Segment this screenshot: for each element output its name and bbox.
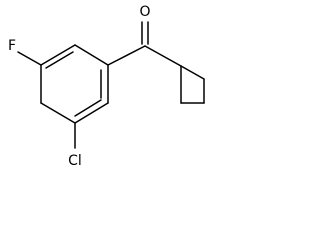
bond-carbonyl-to-cyclobutyl [144, 45, 182, 67]
chlorine-atom-label: Cl [68, 153, 82, 169]
cyclobutyl-ring [144, 45, 205, 104]
fluorine-substituent: F [8, 38, 42, 66]
ring-bond-c2-c3 [40, 44, 76, 66]
oxygen-atom-label: O [139, 4, 150, 20]
chlorine-substituent: Cl [68, 122, 82, 169]
ring-bond-c1-c2 [74, 44, 109, 66]
benzene-ring [40, 44, 109, 124]
ring-bond-c5-c6 [74, 102, 109, 124]
ring-inner-double-bond-1 [45, 51, 74, 69]
bond-ring-to-carbonyl [107, 45, 146, 66]
fluorine-atom-label: F [8, 38, 16, 54]
chemical-structure: O F Cl [8, 4, 205, 169]
cyclobutyl-bond-1 [180, 65, 205, 80]
carbonyl-group: O [107, 4, 151, 66]
ring-inner-double-bond-2 [74, 99, 102, 117]
ring-bond-c4-c5 [40, 102, 76, 124]
bond-ring-to-fluorine [17, 51, 42, 66]
